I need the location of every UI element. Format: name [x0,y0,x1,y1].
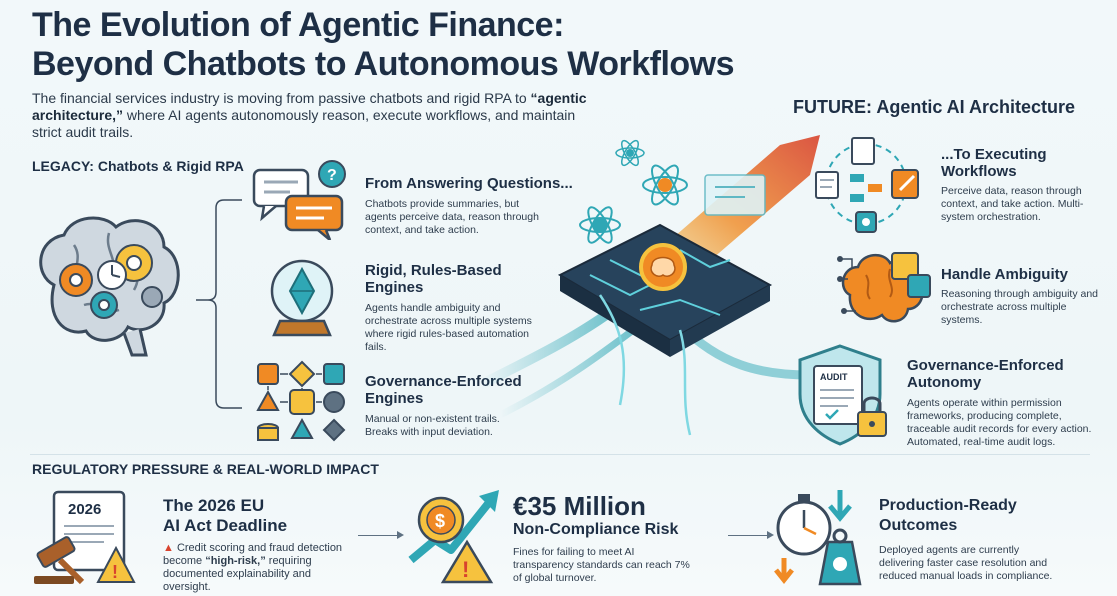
dollar-growth-icon: $ ! [405,480,505,585]
future-item-2: Handle Ambiguity Reasoning through ambig… [941,266,1101,327]
impact-heading: REGULATORY PRESSURE & REAL-WORLD IMPACT [32,461,379,477]
intro-paragraph: The financial services industry is movin… [32,90,592,141]
deadline-year: 2026 [68,501,101,518]
outcome-block: Production-Ready Outcomes Deployed agent… [879,496,1089,583]
legacy-item-2: Rigid, Rules-Based Engines Agents handle… [365,262,545,354]
legacy-item-2-title: Rigid, Rules-Based Engines [365,262,502,296]
outcome-title-2: Outcomes [879,517,958,534]
agentic-chip-illustration [480,125,820,455]
future-item-2-desc: Reasoning through ambiguity and orchestr… [941,288,1099,326]
outcome-desc: Deployed agents are currently delivering… [879,544,1053,582]
process-flow-icon [252,358,352,448]
svg-text:!: ! [462,557,469,582]
legacy-item-3-desc: Manual or non-existent trails. Breaks wi… [365,413,500,438]
page-title: The Evolution of Agentic Finance: Beyond… [32,6,792,84]
future-heading: FUTURE: Agentic AI Architecture [793,97,1076,117]
future-item-1-desc: Perceive data, reason through context, a… [941,185,1084,223]
audit-label: AUDIT [820,372,848,382]
chat-bubbles-icon: ? [250,160,350,240]
legacy-item-2-desc: Agents handle ambiguity and orchestrate … [365,302,532,353]
flow-arrow-1 [358,535,398,536]
future-item-1-title: ...To Executing Workflows [941,146,1047,180]
deadline-title-2: AI Act Deadline [163,516,288,535]
flow-arrow-1-head [397,531,404,539]
stopwatch-weight-icon [770,484,870,589]
intro-emphasis: “agentic architecture,” [32,90,587,123]
legacy-bracket [192,196,252,416]
future-item-3-desc: Agents operate within permission framewo… [907,397,1092,448]
svg-text:?: ? [327,167,337,184]
fine-subtitle: Non-Compliance Risk [513,521,679,538]
intro-part-2: where AI agents autonomously reason, exe… [32,107,576,140]
legacy-item-1: From Answering Questions... Chatbots pro… [365,175,585,237]
future-item-3-title: Governance-Enforced Autonomy [907,357,1064,391]
future-item-2-title: Handle Ambiguity [941,266,1068,283]
deadline-desc-emph: “high-risk,” [205,555,266,567]
deadline-block: The 2026 EU AI Act Deadline ▲ Credit sco… [163,496,353,594]
legacy-item-1-desc: Chatbots provide summaries, but agents p… [365,198,539,236]
legacy-heading: LEGACY: Chatbots & Rigid RPA [32,158,244,174]
legacy-item-1-title: From Answering Questions... [365,175,573,192]
title-line-2: Beyond Chatbots to Autonomous Workflows [32,45,735,83]
gavel-document-icon: 2026 ! [30,488,150,588]
fine-block: €35 Million Non-Compliance Risk Fines fo… [513,492,723,585]
svg-text:!: ! [112,562,118,582]
section-divider [30,454,1090,455]
crystal-ball-icon [262,255,342,340]
outcome-title-1: Production-Ready [879,497,1017,514]
warning-icon: ▲ [163,542,174,554]
deadline-desc-2: requiring documented explainability and … [163,555,312,593]
brain-gears-icon [24,205,189,365]
intro-part-1: The financial services industry is movin… [32,90,531,106]
deadline-title-1: The 2026 EU [163,496,265,515]
future-item-1: ...To Executing Workflows Perceive data,… [941,146,1101,224]
flow-arrow-2-head [767,531,774,539]
deadline-desc-1: Credit scoring and fraud detection becom… [163,542,343,567]
audit-shield-icon: AUDIT [788,340,898,450]
title-line-1: The Evolution of Agentic Finance: [32,6,564,44]
flow-arrow-2 [728,535,768,536]
workflow-cycle-icon [808,132,928,237]
fine-amount: €35 Million [513,491,646,521]
future-item-3: Governance-Enforced Autonomy Agents oper… [907,357,1097,449]
fine-desc: Fines for failing to meet AI transparenc… [513,546,690,584]
brain-puzzle-icon [836,245,936,335]
dollar-sign: $ [435,511,445,531]
